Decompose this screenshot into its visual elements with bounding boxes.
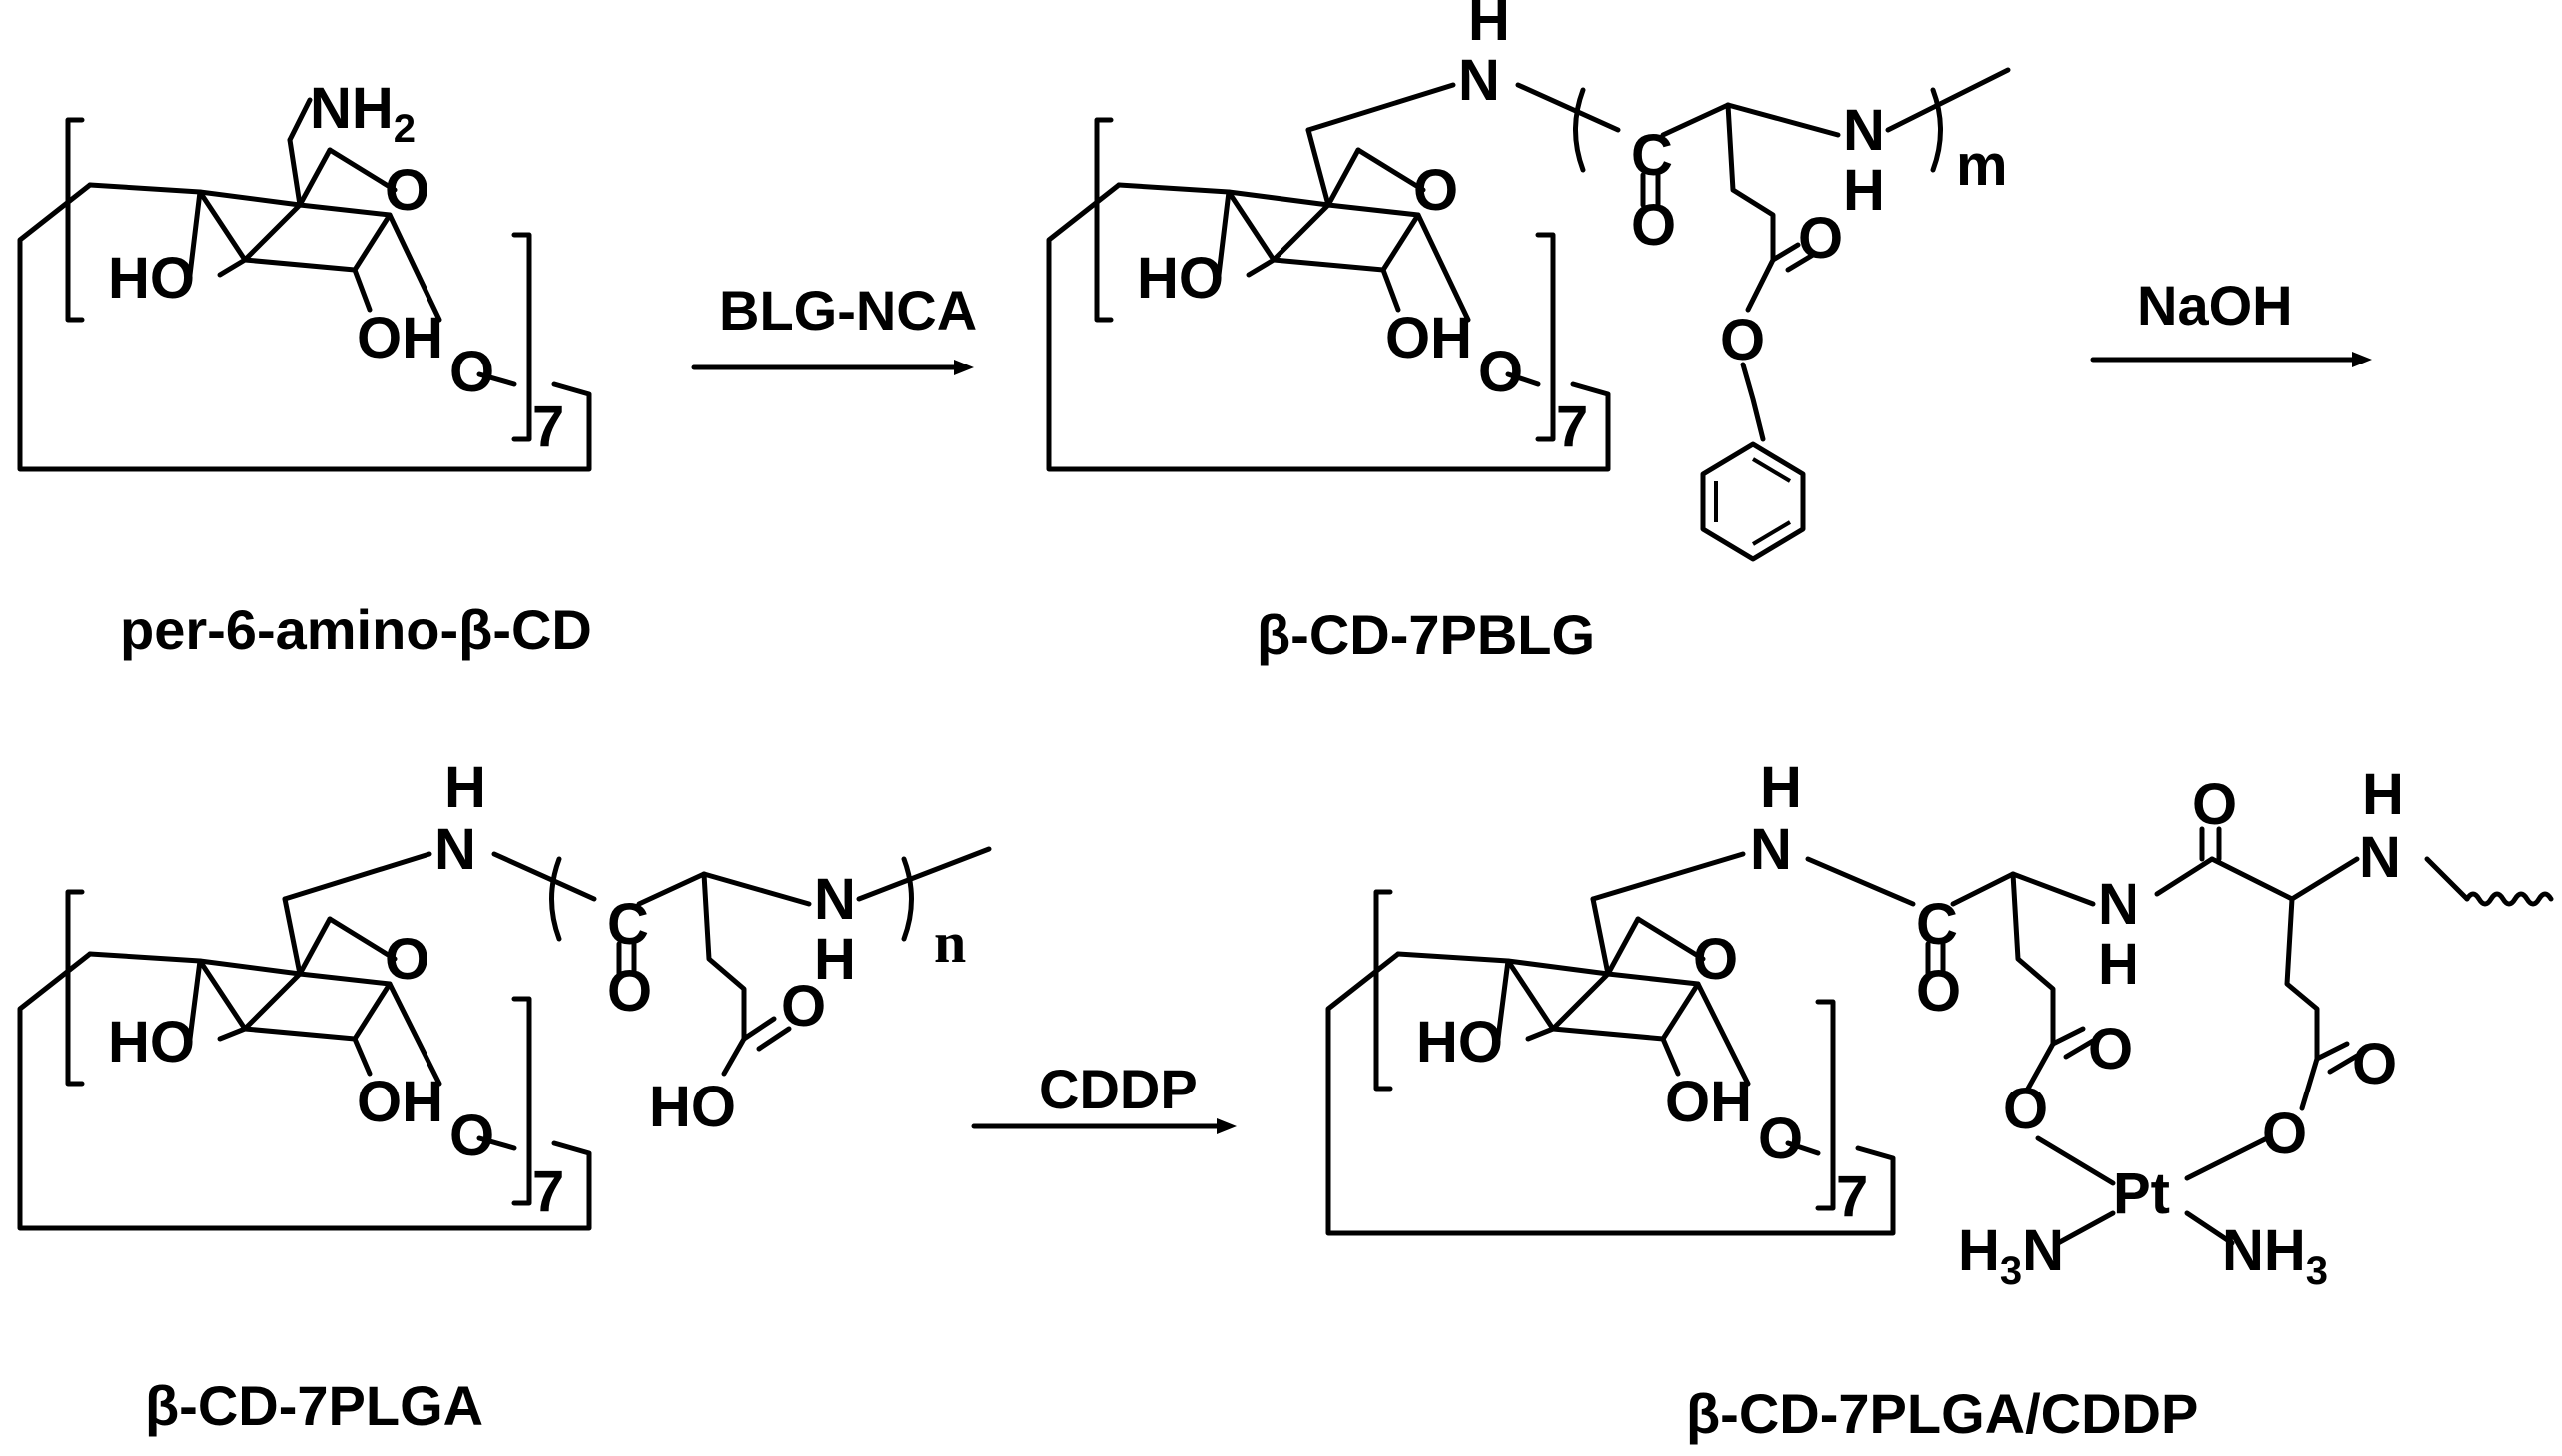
glycosidic-oxygen: O [1478, 340, 1523, 404]
reagent-label-1: BLG-NCA [719, 279, 977, 342]
terminal-hydrogen: H [2362, 762, 2404, 827]
backbone-nitrogen: N [814, 867, 856, 932]
backbone-hydrogen: H [814, 927, 856, 992]
repeat-count: 7 [1836, 1164, 1868, 1229]
hydroxyl-oh: OH [1665, 1070, 1752, 1134]
pt-bound-oxygen-2: O [2262, 1101, 2307, 1166]
amide-nitrogen: N [1458, 48, 1500, 113]
hydroxyl-ho: HO [108, 1010, 195, 1075]
hydroxyl-oh: OH [1385, 306, 1472, 370]
amide-hydrogen: H [1468, 0, 1510, 53]
glycosidic-oxygen: O [449, 1103, 494, 1168]
reaction-arrow-2 [2090, 352, 2372, 367]
hydroxyl-ho: HO [1137, 246, 1224, 311]
carbonyl-carbon: C [1631, 123, 1673, 188]
carbonyl-carbon: C [1916, 892, 1958, 957]
repeat-n: n [934, 910, 966, 975]
ring-oxygen: O [385, 927, 429, 992]
glycosidic-oxygen: O [449, 340, 494, 404]
amide-nitrogen: N [434, 817, 476, 882]
second-carbonyl-oxygen: O [2192, 772, 2237, 837]
compound-cd-7pblg: H N O HO OH O 7 C O N H m O O [1046, 0, 2011, 562]
repeat-count: 7 [532, 1159, 564, 1224]
ring-oxygen: O [1693, 927, 1738, 992]
backbone-hydrogen: H [1843, 158, 1885, 223]
compound-label-1: per-6-amino-β-CD [120, 598, 592, 661]
terminal-nitrogen: N [2359, 825, 2401, 890]
ammine-ligand-right: NH3 [2222, 1218, 2328, 1293]
compound-label-3: β-CD-7PLGA [145, 1374, 483, 1437]
amino-label: NH2 [310, 76, 416, 151]
ammine-ligand-left: H3N [1958, 1218, 2064, 1293]
carboxylate-oxygen-2: O [2352, 1032, 2397, 1096]
compound-cd-7plga: H N O HO OH O 7 C O N H n O HO [17, 755, 992, 1231]
hydroxyl-ho: HO [108, 246, 195, 311]
carbonyl-oxygen: O [1631, 193, 1676, 258]
hydroxyl-oh: OH [357, 306, 443, 370]
ring-oxygen: O [1413, 158, 1458, 223]
amide-hydrogen: H [1760, 755, 1802, 820]
reagent-label-2: NaOH [2137, 274, 2293, 337]
repeat-m: m [1956, 133, 2008, 198]
backbone-nitrogen: N [1843, 98, 1885, 163]
reaction-arrow-1 [691, 360, 974, 375]
repeat-count: 7 [532, 394, 564, 459]
reaction-arrow-3 [971, 1118, 1237, 1134]
hydroxyl-oh: OH [357, 1070, 443, 1134]
amide-nitrogen: N [1750, 817, 1792, 882]
ring-oxygen: O [385, 158, 429, 223]
repeat-count: 7 [1556, 394, 1588, 459]
platinum-atom: Pt [2113, 1161, 2170, 1226]
compound-label-2: β-CD-7PBLG [1257, 603, 1595, 666]
ester-oxygen: O [1720, 308, 1765, 372]
carbonyl-oxygen: O [607, 959, 652, 1024]
compound-cd-7plga-cddp: H N O HO OH O 7 C O N H O H N O O O O Pt… [1325, 755, 2554, 1293]
carbonyl-carbon: C [607, 892, 649, 957]
reagent-label-3: CDDP [1039, 1058, 1198, 1120]
compound-label-4: β-CD-7PLGA/CDDP [1686, 1382, 2198, 1445]
acid-hydroxyl: HO [649, 1075, 736, 1139]
backbone-nitrogen: N [2098, 872, 2139, 937]
carbonyl-oxygen: O [1916, 959, 1961, 1024]
carboxylate-oxygen-1: O [2088, 1017, 2133, 1082]
glycosidic-oxygen: O [1758, 1106, 1803, 1171]
compound-per-6-amino-cd: NH2 O HO OH O 7 [17, 76, 592, 472]
hydroxyl-ho: HO [1416, 1010, 1503, 1075]
acid-carbonyl-oxygen: O [781, 974, 826, 1039]
pt-bound-oxygen-1: O [2003, 1077, 2048, 1141]
ester-carbonyl-oxygen: O [1798, 206, 1843, 271]
amide-hydrogen: H [444, 755, 486, 820]
backbone-hydrogen: H [2098, 932, 2139, 997]
